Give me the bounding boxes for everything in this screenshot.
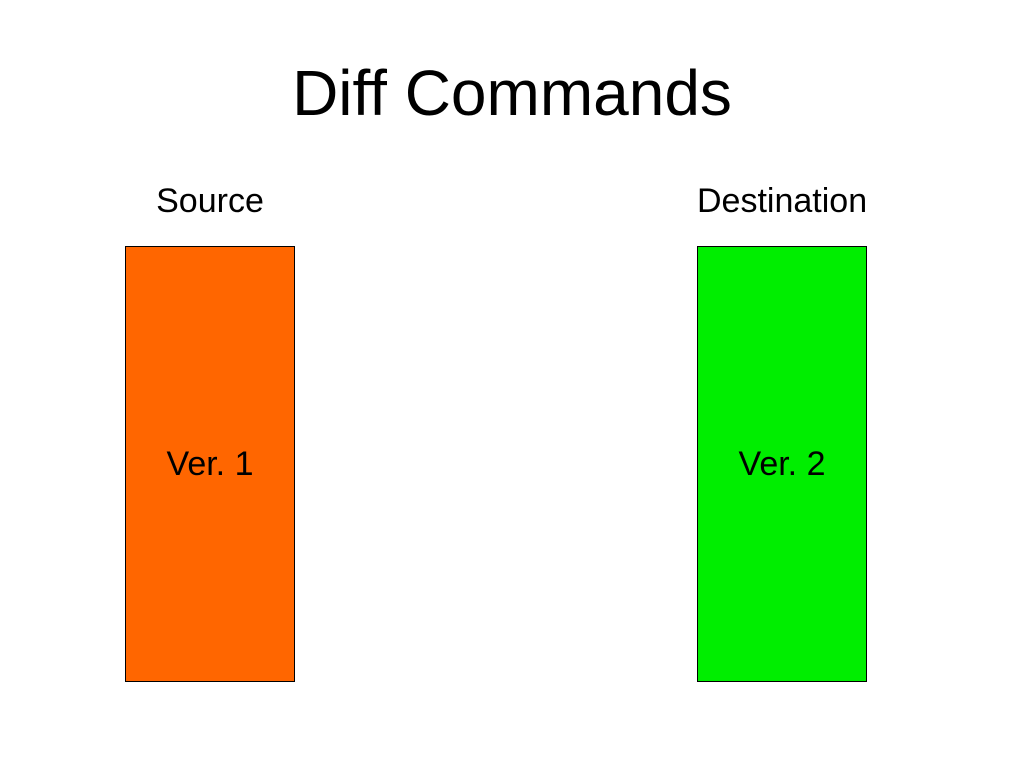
source-heading: Source	[156, 182, 264, 220]
slide-title: Diff Commands	[292, 57, 732, 129]
destination-heading: Destination	[697, 182, 868, 220]
source-version-label: Ver. 1	[166, 444, 254, 483]
destination-version-label: Ver. 2	[738, 444, 826, 483]
source-version-box: Ver. 1	[125, 246, 295, 682]
destination-version-box: Ver. 2	[697, 246, 867, 682]
